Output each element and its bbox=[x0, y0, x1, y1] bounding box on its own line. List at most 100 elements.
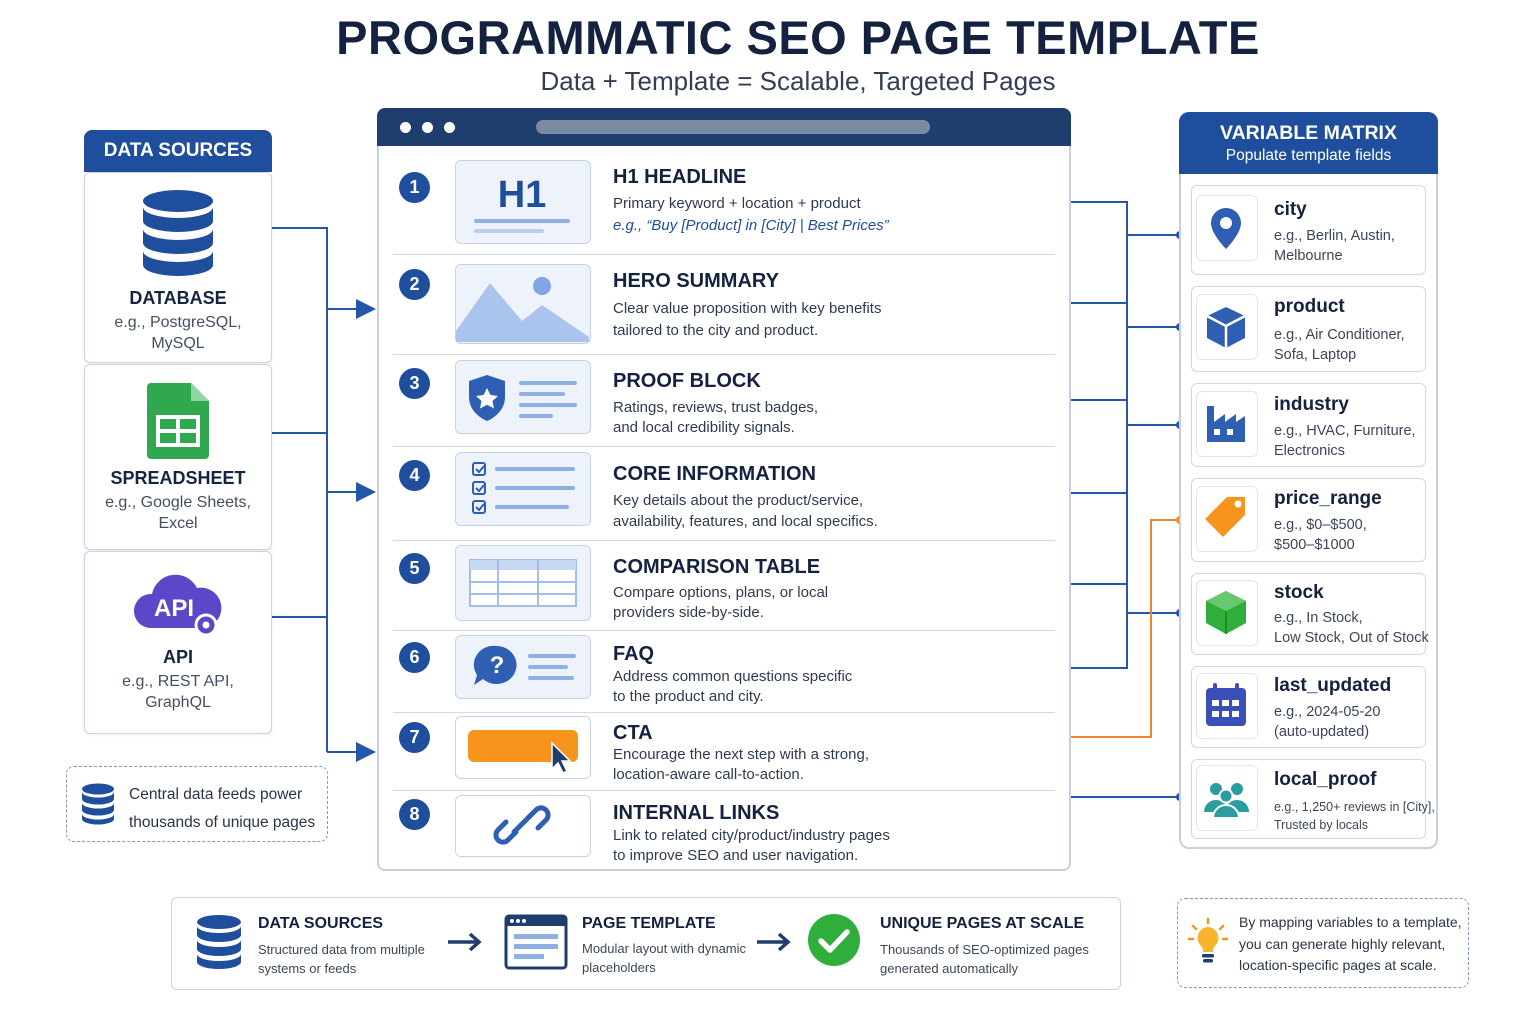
table-icon bbox=[469, 559, 577, 607]
lightbulb-icon bbox=[1188, 917, 1228, 963]
section-example: e.g., “Buy [Product] in [City] | Best Pr… bbox=[613, 217, 889, 234]
h1-thumbnail: H1 bbox=[455, 160, 591, 244]
variable-name: stock bbox=[1274, 582, 1324, 603]
section-number: 3 bbox=[399, 368, 430, 399]
variable-example: e.g., Air Conditioner, bbox=[1274, 327, 1405, 343]
variable-example: Sofa, Laptop bbox=[1274, 347, 1357, 363]
process-flow bbox=[171, 897, 1121, 990]
tip-line: By mapping variables to a template, bbox=[1239, 914, 1462, 930]
box-icon bbox=[1196, 294, 1258, 360]
section-number: 4 bbox=[399, 460, 430, 491]
flow-step-description: placeholders bbox=[582, 960, 656, 975]
data-source-name: API bbox=[162, 647, 193, 667]
section-divider bbox=[393, 254, 1055, 255]
flow-step-title: UNIQUE PAGES AT SCALE bbox=[880, 915, 1085, 932]
internal-links-thumbnail bbox=[455, 795, 591, 857]
svg-text:H1: H1 bbox=[498, 174, 547, 216]
flow-step-description: Modular layout with dynamic bbox=[582, 941, 747, 956]
tip-line: you can generate highly relevant, bbox=[1239, 935, 1446, 952]
database-icon bbox=[143, 190, 213, 276]
tip-line: location-specific pages at scale. bbox=[1239, 957, 1437, 973]
data-source-example: GraphQL bbox=[145, 694, 211, 711]
section-title: H1 HEADLINE bbox=[613, 166, 747, 188]
database-icon bbox=[82, 783, 114, 825]
tip-note: By mapping variables to a template, you … bbox=[1177, 898, 1469, 988]
section-divider bbox=[393, 354, 1055, 355]
data-source-spreadsheet: SPREADSHEET e.g., Google Sheets, Excel bbox=[84, 364, 272, 550]
data-source-example: e.g., Google Sheets, bbox=[105, 494, 251, 511]
window-dot-icon bbox=[422, 122, 433, 133]
note-line: Central data feeds power bbox=[129, 786, 303, 803]
flow-step-description: Structured data from multiple bbox=[258, 942, 425, 957]
section-title: CORE INFORMATION bbox=[613, 463, 816, 485]
core-info-thumbnail bbox=[455, 452, 591, 526]
page-subtitle: Data + Template = Scalable, Targeted Pag… bbox=[540, 66, 1056, 96]
variable-example: e.g., 1,250+ reviews in [City], bbox=[1274, 800, 1435, 814]
section-number: 8 bbox=[399, 799, 430, 830]
hero-thumbnail bbox=[455, 264, 591, 344]
page-title: PROGRAMMATIC SEO PAGE TEMPLATE bbox=[336, 11, 1260, 64]
data-source-example: Excel bbox=[158, 515, 198, 532]
central-data-note: Central data feeds power thousands of un… bbox=[66, 766, 328, 842]
section-description: Address common questions specific bbox=[613, 668, 853, 685]
browser-window-icon bbox=[504, 914, 568, 970]
calendar-icon bbox=[1196, 673, 1258, 739]
api-icon-label: API bbox=[154, 595, 194, 622]
variable-example: e.g., In Stock, bbox=[1274, 610, 1363, 626]
shield-star-icon bbox=[469, 375, 577, 421]
variable-name: last_updated bbox=[1274, 675, 1392, 696]
section-number: 6 bbox=[399, 642, 430, 673]
note-line: thousands of unique pages bbox=[129, 814, 316, 831]
variable-example: Trusted by locals bbox=[1274, 818, 1369, 832]
window-dot-icon bbox=[444, 122, 455, 133]
section-description: Key details about the product/service, bbox=[613, 492, 864, 509]
variable-example: (auto-updated) bbox=[1274, 724, 1370, 740]
section-description: location-aware call-to-action. bbox=[613, 766, 804, 783]
section-description: to improve SEO and user navigation. bbox=[613, 847, 859, 864]
variable-example: e.g., Berlin, Austin, bbox=[1274, 228, 1395, 244]
database-icon bbox=[197, 915, 241, 969]
section-divider bbox=[393, 446, 1055, 447]
section-title: COMPARISON TABLE bbox=[613, 556, 821, 578]
comparison-thumbnail bbox=[455, 545, 591, 621]
section-number: 7 bbox=[399, 722, 430, 753]
map-pin-icon bbox=[1196, 195, 1258, 261]
window-dot-icon bbox=[400, 122, 411, 133]
section-divider bbox=[393, 630, 1055, 631]
variable-example: e.g., 2024-05-20 bbox=[1274, 704, 1381, 720]
factory-icon bbox=[1196, 391, 1258, 457]
section-number: 1 bbox=[399, 172, 430, 203]
spreadsheet-icon bbox=[147, 383, 209, 459]
variable-example: Electronics bbox=[1274, 443, 1345, 459]
faq-thumbnail: ? bbox=[455, 635, 591, 699]
data-sources-heading: DATA SOURCES bbox=[84, 130, 272, 172]
section-description: and local credibility signals. bbox=[613, 419, 795, 436]
variable-name: local_proof bbox=[1274, 769, 1377, 790]
section-description: providers side-by-side. bbox=[613, 604, 764, 621]
section-description: availability, features, and local specif… bbox=[613, 513, 878, 530]
question-bubble-icon: ? bbox=[473, 645, 576, 685]
variable-name: product bbox=[1274, 296, 1345, 317]
section-divider bbox=[393, 540, 1055, 541]
section-title: INTERNAL LINKS bbox=[613, 802, 780, 824]
data-source-example: e.g., PostgreSQL, bbox=[114, 314, 242, 331]
address-bar bbox=[536, 120, 930, 134]
variable-example: $500–$1000 bbox=[1274, 537, 1355, 553]
variable-example: e.g., $0–$500, bbox=[1274, 517, 1367, 533]
section-divider bbox=[393, 712, 1055, 713]
flow-step-description: Thousands of SEO-optimized pages bbox=[880, 942, 1089, 957]
checklist-icon bbox=[472, 462, 575, 514]
price-tag-icon bbox=[1196, 486, 1258, 552]
api-cloud-icon: API bbox=[133, 574, 222, 637]
flow-step-description: systems or feeds bbox=[258, 961, 357, 976]
variable-example: Melbourne bbox=[1274, 248, 1343, 264]
section-description: Clear value proposition with key benefit… bbox=[613, 300, 882, 317]
connector-price-range-cta bbox=[1065, 519, 1180, 738]
section-title: PROOF BLOCK bbox=[613, 370, 761, 392]
section-description: to the product and city. bbox=[613, 688, 764, 705]
data-source-api: API API e.g., REST API, GraphQL bbox=[84, 551, 272, 734]
connector-database bbox=[272, 227, 328, 752]
arrow-right-icon bbox=[757, 932, 791, 952]
chain-link-icon bbox=[493, 805, 551, 845]
flow-step-title: PAGE TEMPLATE bbox=[582, 915, 716, 932]
